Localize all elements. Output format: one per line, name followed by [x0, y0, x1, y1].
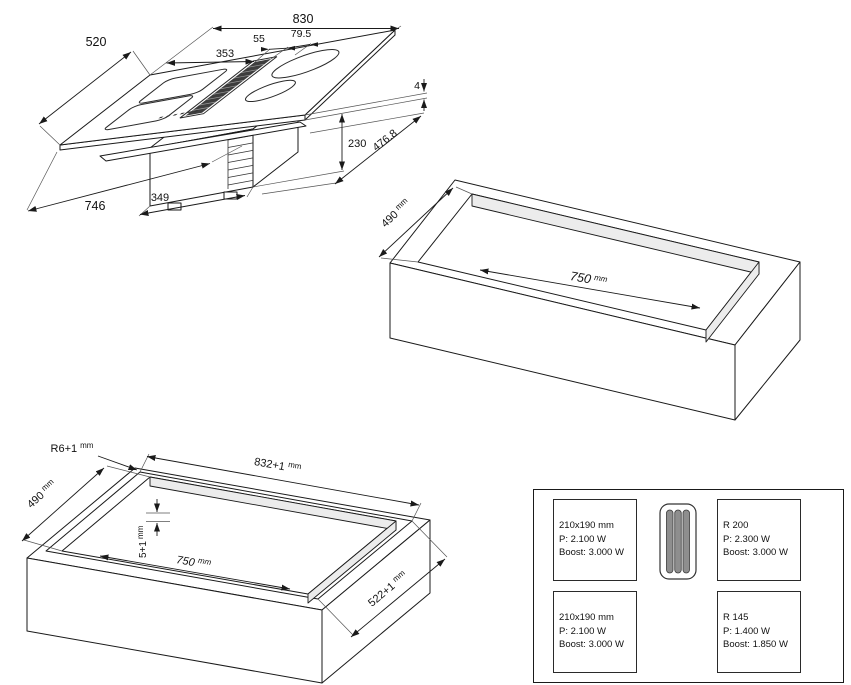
zone-size: 210x190 mm — [559, 519, 614, 531]
dim-line-750 — [479, 268, 701, 310]
grille-slats — [192, 64, 264, 110]
dim-label-353: 353 — [216, 48, 234, 60]
dim-label-520: 520 — [86, 35, 107, 49]
zone-circle-front — [236, 77, 304, 105]
zone-spec-box: R 145 P: 1.400 W Boost: 1.850 W — [717, 591, 801, 673]
dim-label-490: 490mm — [24, 477, 59, 511]
dim-label-830: 830 — [293, 12, 314, 26]
zone-boost: Boost: 3.000 W — [559, 547, 624, 559]
dim-label-79-5: 79.5 — [291, 28, 312, 40]
radius-leader — [97, 455, 138, 471]
zone-power: P: 2.100 W — [559, 533, 606, 545]
dim-label-55: 55 — [253, 33, 265, 45]
dim-label-230: 230 — [348, 138, 366, 150]
dim-label-step: 5+1mm — [136, 525, 149, 558]
grille-frame — [180, 57, 277, 118]
zone-spec-box: R 200 P: 2.300 W Boost: 3.000 W — [717, 499, 801, 581]
zone-circle-rear — [260, 45, 352, 82]
glass-surface — [59, 29, 396, 151]
cooktop-isometric-drawing: 830 520 55 79.5 353 4 476.8 746 349 230 — [26, 12, 428, 217]
dim-line-476 — [334, 115, 422, 185]
dim-line-490 — [21, 467, 105, 542]
worktop-cutout-drawing: 490mm 750mm — [378, 179, 801, 421]
zone-spec-panel: 210x190 mm P: 2.100 W Boost: 3.000 W R 2… — [533, 489, 844, 683]
dim-line-490 — [378, 187, 454, 258]
dim-label-490: 490mm — [378, 196, 413, 230]
worktop-right-face — [734, 261, 801, 421]
zone-power: P: 2.100 W — [559, 625, 606, 637]
zone-power: P: 1.400 W — [723, 625, 770, 637]
dim-line-832 — [146, 455, 420, 507]
chassis-flange — [99, 121, 307, 162]
zone-spec-box: 210x190 mm P: 2.100 W Boost: 3.000 W — [553, 591, 637, 673]
zone-size: 210x190 mm — [559, 611, 614, 623]
zone-boost: Boost: 3.000 W — [559, 639, 624, 651]
zone-size: R 200 — [723, 519, 749, 531]
cooktop-features — [99, 42, 355, 133]
dim-label-750: 750mm — [569, 269, 608, 289]
zone-boost: Boost: 1.850 W — [723, 639, 788, 651]
cooking-zone-outline — [136, 68, 230, 104]
extension-lines — [380, 186, 473, 263]
dim-label-746: 746 — [85, 199, 106, 213]
dim-line-349 — [139, 194, 246, 216]
cooktop-dimensions: 830 520 55 79.5 353 4 476.8 746 349 230 — [26, 12, 428, 217]
zone-power: P: 2.300 W — [723, 533, 770, 545]
dim-line-520 — [38, 51, 132, 125]
dim-line-522 — [350, 558, 446, 638]
vent-grille-icon — [659, 503, 697, 580]
dim-label-349: 349 — [151, 192, 169, 204]
cutout-right-wall — [705, 261, 760, 343]
dim-label-4: 4 — [414, 80, 420, 92]
extension-lines — [23, 453, 448, 636]
dim-line-746 — [27, 162, 211, 212]
zone-boost: Boost: 3.000 W — [723, 547, 788, 559]
zone-size: R 145 — [723, 611, 749, 623]
dim-line-750 — [99, 554, 291, 591]
dim-label-476-8: 476.8 — [371, 127, 400, 153]
zone-spec-box: 210x190 mm P: 2.100 W Boost: 3.000 W — [553, 499, 637, 581]
dim-line-353 — [166, 58, 255, 66]
